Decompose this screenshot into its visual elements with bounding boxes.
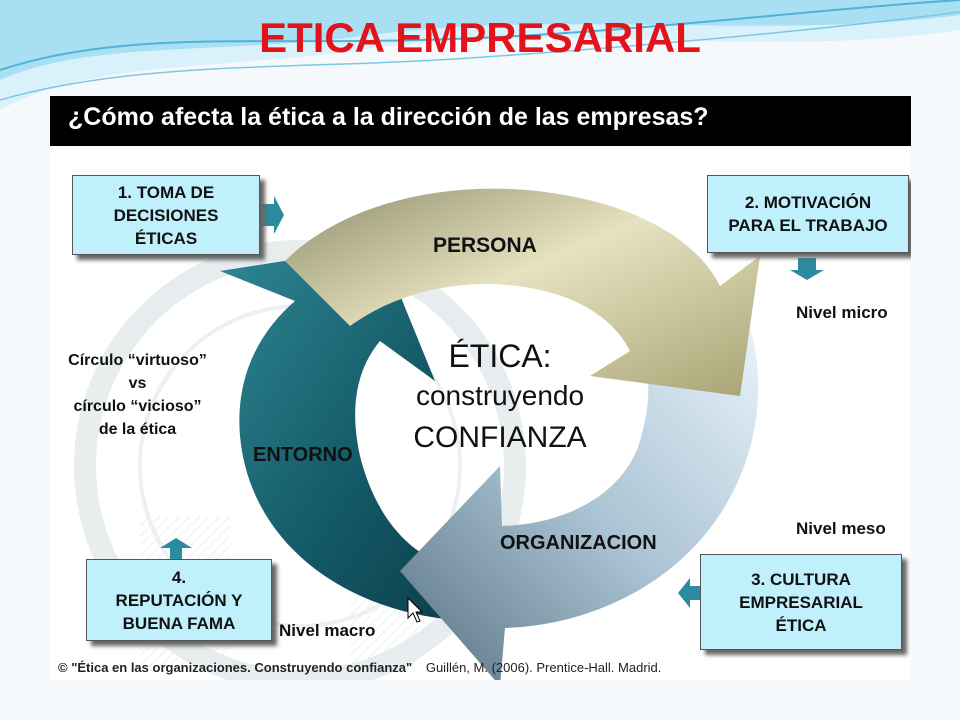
- box-reputacion: 4. REPUTACIÓN Y BUENA FAMA: [86, 559, 272, 641]
- box-cultura: 3. CULTURA EMPRESARIAL ÉTICA: [700, 554, 902, 650]
- box4-line3: BUENA FAMA: [122, 613, 236, 633]
- center-text: ÉTICA: construyendo CONFIANZA: [380, 336, 620, 460]
- connector-arrow-1: [260, 196, 284, 234]
- nivel-micro-label: Nivel micro: [796, 303, 888, 322]
- side-note-line1: Círculo “virtuoso”: [68, 352, 207, 369]
- connector-arrow-2: [790, 258, 824, 280]
- persona-label: PERSONA: [433, 234, 537, 257]
- side-note-line3: círculo “vicioso”: [73, 398, 202, 415]
- box-motivacion: 2. MOTIVACIÓN PARA EL TRABAJO: [707, 175, 909, 253]
- box2-line2: PARA EL TRABAJO: [728, 216, 888, 235]
- organizacion-label: ORGANIZACION: [500, 532, 657, 554]
- mouse-pointer-icon: [407, 596, 424, 623]
- side-note-line4: de la ética: [98, 421, 177, 438]
- diagram-panel: ¿Cómo afecta la ética a la dirección de …: [50, 96, 911, 680]
- center-line1: ÉTICA:: [448, 338, 552, 374]
- entorno-arrow: [220, 246, 470, 621]
- nivel-meso-label: Nivel meso: [796, 519, 886, 538]
- footer-copyright: © "Ética en las organizaciones. Construy…: [58, 660, 413, 675]
- center-line3: CONFIANZA: [413, 421, 587, 454]
- box1-line2: DECISIONES: [113, 205, 219, 225]
- circulo-virtuoso-note: Círculo “virtuoso” vs círculo “vicioso” …: [50, 349, 225, 441]
- footer-credit: © "Ética en las organizaciones. Construy…: [58, 660, 661, 675]
- box-toma-decisiones: 1. TOMA DE DECISIONES ÉTICAS: [72, 175, 260, 255]
- box4-line2: REPUTACIÓN Y: [115, 590, 243, 610]
- box3-line1: 3. CULTURA: [751, 569, 851, 589]
- slide-title: ETICA EMPRESARIAL: [259, 14, 701, 61]
- center-line2: construyendo: [415, 380, 585, 411]
- box3-line2: EMPRESARIAL: [739, 592, 863, 612]
- box4-line1: 4.: [171, 567, 187, 587]
- organizacion-arrow: [400, 328, 759, 680]
- persona-arrow: [285, 188, 760, 396]
- question-text: ¿Cómo afecta la ética a la dirección de …: [68, 103, 709, 131]
- header-wave-decoration: [0, 0, 960, 110]
- footer-reference: Guillén, M. (2006). Prentice-Hall. Madri…: [425, 660, 662, 675]
- box1-line1: 1. TOMA DE: [117, 182, 215, 202]
- box2-line1: 2. MOTIVACIÓN: [744, 193, 872, 212]
- box3-line3: ÉTICA: [775, 615, 827, 635]
- side-note-line2: vs: [128, 375, 147, 392]
- entorno-label: ENTORNO: [253, 444, 353, 466]
- cycle-diagram: [74, 188, 824, 680]
- question-bar: ¿Cómo afecta la ética a la dirección de …: [50, 96, 911, 146]
- box1-line3: ÉTICAS: [134, 228, 198, 248]
- nivel-macro-label: Nivel macro: [279, 621, 376, 640]
